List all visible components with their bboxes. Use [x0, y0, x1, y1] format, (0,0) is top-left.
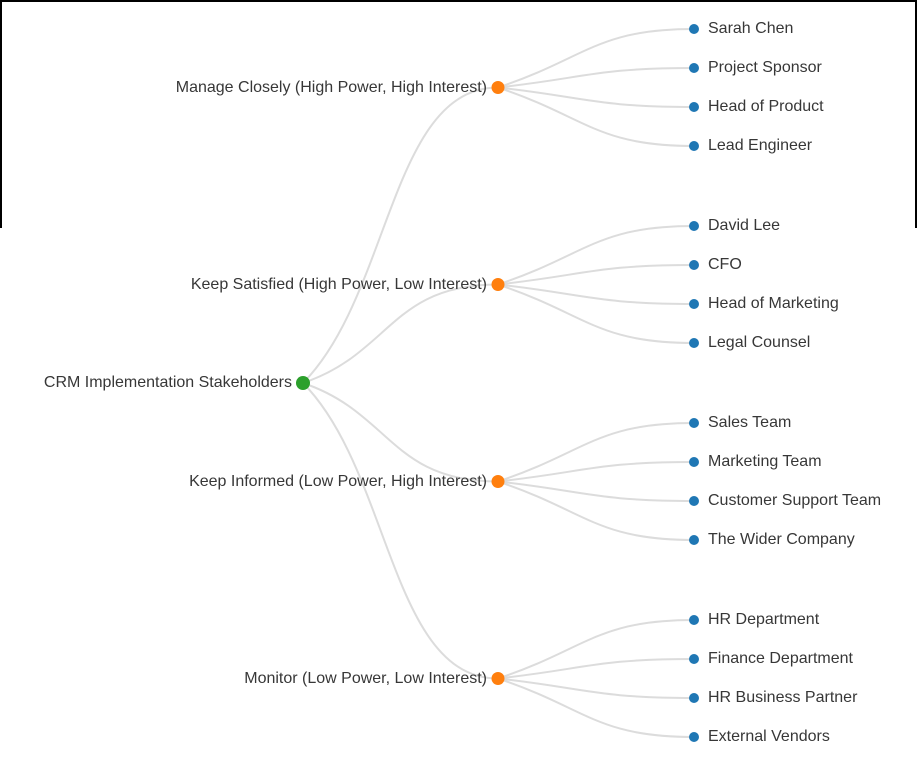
root-node-dot[interactable] [296, 376, 310, 390]
mindmap-link [497, 461, 695, 483]
branch-node-dot[interactable] [491, 278, 505, 291]
mindmap-link [497, 283, 695, 344]
leaf-node-label: David Lee [708, 217, 781, 235]
mindmap-link [497, 264, 695, 286]
leaf-node-dot[interactable] [689, 338, 699, 348]
branch-node-dot[interactable] [491, 81, 505, 94]
mindmap-link [302, 283, 499, 384]
leaf-node-label: Customer Support Team [708, 492, 882, 510]
leaf-node-dot[interactable] [689, 418, 699, 428]
leaf-node-label: Project Sponsor [708, 59, 822, 77]
leaf-node-label: HR Business Partner [708, 689, 858, 707]
leaf-node-label: Legal Counsel [708, 334, 811, 352]
leaf-node-dot[interactable] [689, 299, 699, 309]
leaf-node-dot[interactable] [689, 732, 699, 742]
mindmap-link [497, 480, 695, 541]
leaf-node-dot[interactable] [689, 693, 699, 703]
mindmap-link [497, 619, 695, 680]
mindmap-link [302, 382, 499, 483]
leaf-node-dot[interactable] [689, 63, 699, 73]
leaf-node-dot[interactable] [689, 102, 699, 112]
root-node-label: CRM Implementation Stakeholders [43, 374, 292, 392]
mindmap-link [302, 382, 499, 680]
leaf-node-label: The Wider Company [708, 531, 855, 549]
leaf-node-label: Lead Engineer [708, 137, 813, 155]
branch-node-label: Keep Informed (Low Power, High Interest) [189, 472, 487, 490]
leaf-node-label: Finance Department [708, 650, 853, 668]
leaf-node-dot[interactable] [689, 496, 699, 506]
leaf-node-dot[interactable] [689, 457, 699, 467]
branch-node-label: Manage Closely (High Power, High Interes… [175, 78, 487, 96]
leaf-node-dot[interactable] [689, 24, 699, 34]
leaf-node-label: Sarah Chen [708, 20, 794, 38]
mindmap-link [497, 283, 695, 305]
leaf-node-dot[interactable] [689, 615, 699, 625]
branch-node-label: Monitor (Low Power, Low Interest) [244, 669, 487, 687]
leaf-node-label: Sales Team [708, 414, 792, 432]
leaf-node-label: CFO [708, 256, 742, 274]
leaf-node-label: HR Department [708, 611, 820, 629]
branch-node-dot[interactable] [491, 475, 505, 488]
leaf-node-dot[interactable] [689, 221, 699, 231]
branch-node-label: Keep Satisfied (High Power, Low Interest… [190, 275, 487, 293]
mindmap-link [497, 225, 695, 286]
branch-node-dot[interactable] [491, 672, 505, 685]
leaf-node-dot[interactable] [689, 260, 699, 270]
leaf-node-label: External Vendors [708, 728, 830, 746]
leaf-node-dot[interactable] [689, 654, 699, 664]
leaf-node-label: Head of Marketing [708, 295, 839, 313]
leaf-node-label: Head of Product [708, 98, 824, 116]
mindmap-link [497, 677, 695, 738]
mindmap-link [497, 86, 695, 108]
mindmap-link [497, 480, 695, 502]
mindmap-link [302, 86, 499, 384]
window-edge-right [915, 0, 917, 228]
leaf-node-label: Marketing Team [708, 453, 822, 471]
window-edge-top [0, 0, 917, 2]
mindmap-link [497, 658, 695, 680]
mindmap-link [497, 28, 695, 89]
leaf-node-dot[interactable] [689, 141, 699, 151]
mindmap-link [497, 67, 695, 89]
mindmap-link [497, 422, 695, 483]
window-edge-left [0, 0, 2, 228]
mindmap-link [497, 677, 695, 699]
mindmap-link [497, 86, 695, 147]
leaf-node-dot[interactable] [689, 535, 699, 545]
